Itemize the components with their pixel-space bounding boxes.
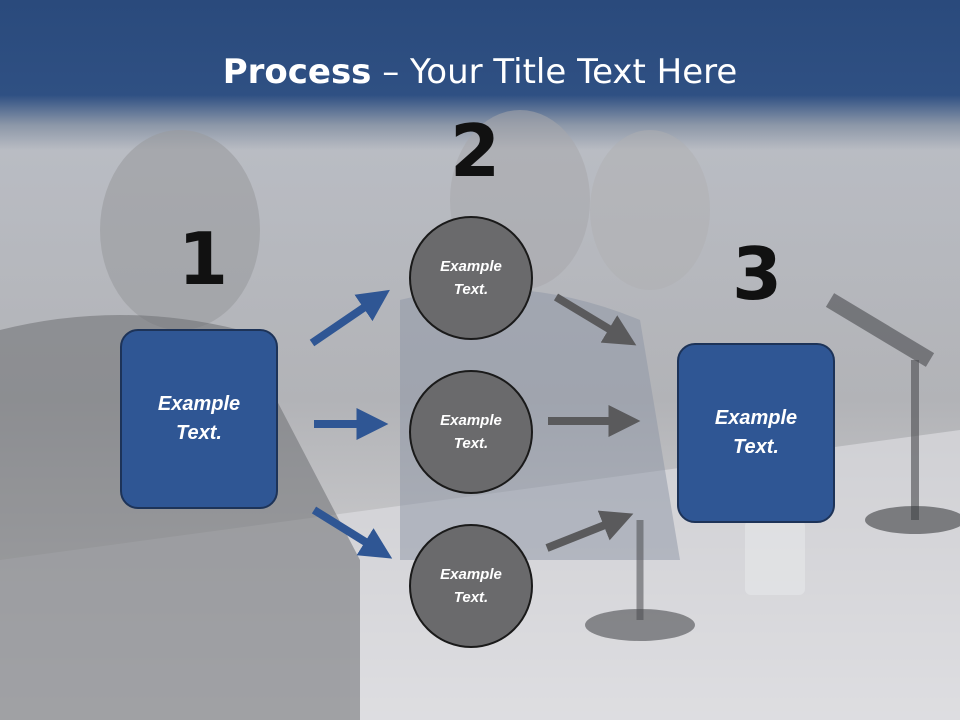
circle-top-line1: Example [440,258,502,275]
circle-bottom-line1: Example [440,566,502,583]
left-box-line2: Text. [176,422,222,444]
circle-bottom-line2: Text. [453,589,489,606]
left-box-line1: Example [157,393,241,415]
process-circle-top: Example Text. [409,216,533,340]
process-circle-bottom: Example Text. [409,524,533,648]
left-process-box: Example Text. [120,329,278,509]
arrow-bottom-circle-to-box [545,510,634,552]
right-process-box: Example Text. [677,343,835,523]
title-bold: Process [222,52,372,92]
step-number-3: 3 [732,232,783,316]
circle-middle-line2: Text. [453,435,489,452]
circle-middle-line1: Example [440,412,502,429]
process-circle-middle: Example Text. [409,370,533,494]
right-box-line1: Example [714,407,798,429]
arrow-box-to-top-circle [309,289,390,347]
circle-top-line2: Text. [453,281,489,298]
arrow-box-to-bottom-circle [311,506,393,559]
title-rest: – Your Title Text Here [371,52,738,92]
step-number-2: 2 [450,109,501,193]
right-box-line2: Text. [733,436,779,458]
arrow-top-circle-to-box [553,293,637,346]
slide-title: Process – Your Title Text Here [0,52,960,92]
step-number-1: 1 [178,217,229,301]
